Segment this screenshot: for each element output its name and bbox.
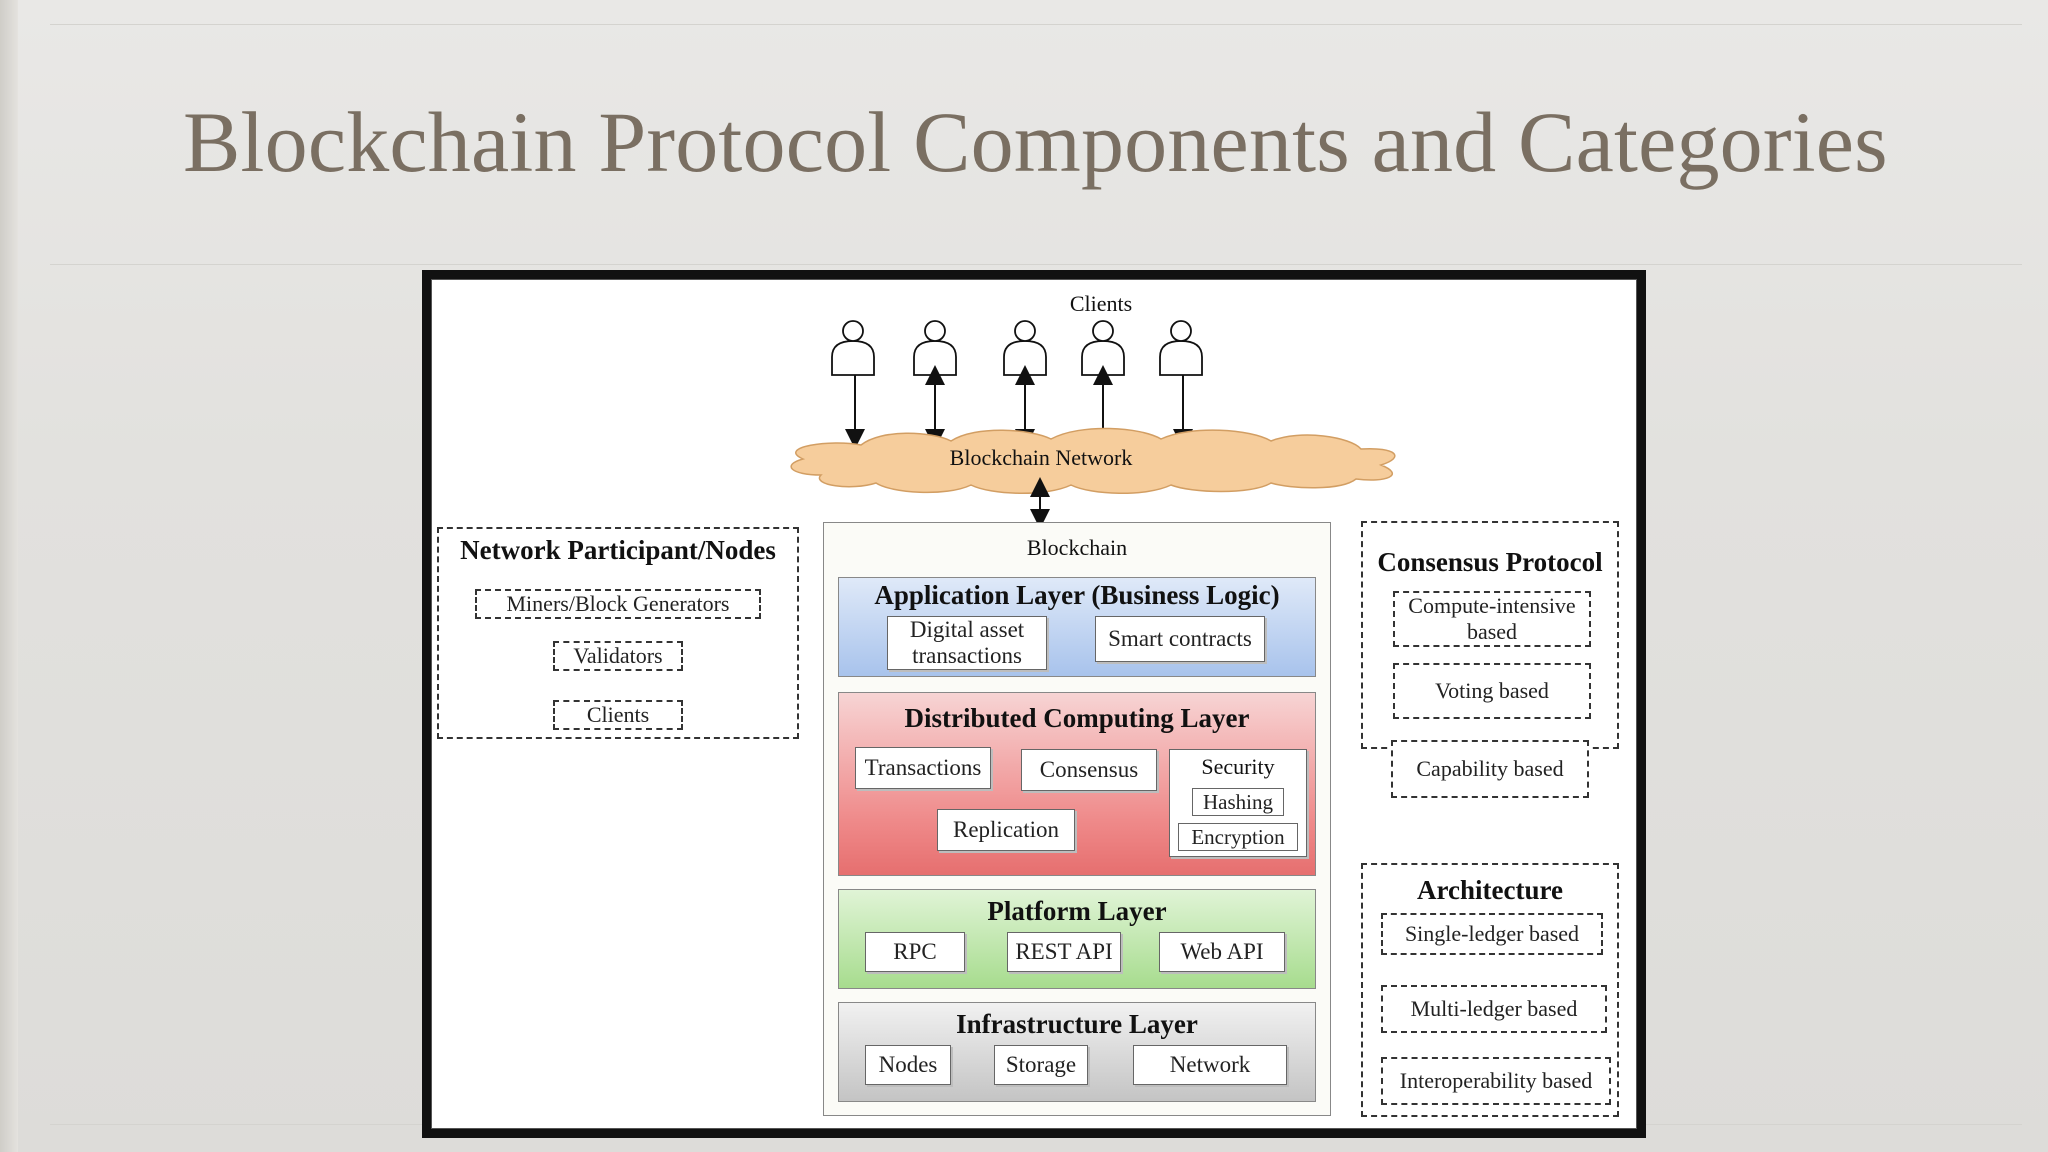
blockchain-label: Blockchain — [1026, 535, 1128, 560]
slide-top-rule — [50, 24, 2022, 25]
distributed-computing-layer: Distributed Computing Layer Transactions… — [838, 692, 1316, 876]
infrastructure-item: Storage — [994, 1045, 1088, 1085]
distributed-layer-title: Distributed Computing Layer — [904, 703, 1250, 733]
blockchain-network-label: Blockchain Network — [949, 445, 1133, 470]
architecture-item: Single-ledger based — [1381, 913, 1603, 955]
participant-item: Validators — [553, 641, 683, 671]
architecture-panel: Architecture Single-ledger based Multi-l… — [1361, 863, 1619, 1117]
consensus-panel: Consensus Protocol Compute-intensive bas… — [1361, 521, 1619, 749]
client-person-icon — [831, 320, 875, 376]
client-person-icon — [1003, 320, 1047, 376]
distributed-item: Transactions — [855, 747, 991, 789]
infrastructure-item: Nodes — [865, 1045, 951, 1085]
security-item: Encryption — [1178, 823, 1298, 851]
participant-item: Miners/Block Generators — [475, 589, 761, 619]
blockchain-network-cloud — [790, 427, 1396, 494]
infrastructure-layer-title: Infrastructure Layer — [956, 1009, 1198, 1039]
app-item: Digital asset transactions — [887, 616, 1047, 670]
platform-layer: Platform Layer RPC REST API Web API — [838, 889, 1316, 989]
distributed-item: Replication — [937, 809, 1075, 851]
app-item: Smart contracts — [1095, 616, 1265, 662]
client-person-icon — [913, 320, 957, 376]
participants-panel: Network Participant/Nodes Miners/Block G… — [437, 527, 799, 739]
participant-item: Clients — [553, 700, 683, 730]
security-title: Security — [1201, 754, 1275, 779]
clients-network-graphic — [790, 320, 1396, 529]
application-layer-title: Application Layer (Business Logic) — [874, 580, 1280, 610]
client-person-icon — [1159, 320, 1203, 376]
platform-item: REST API — [1007, 932, 1121, 972]
platform-layer-title: Platform Layer — [987, 896, 1167, 926]
slide-edge — [0, 0, 18, 1152]
diagram-frame: Clients Blockchain Network Network Parti… — [422, 270, 1646, 1138]
platform-item: Web API — [1159, 932, 1285, 972]
blockchain-container: Blockchain Application Layer (Business L… — [823, 522, 1331, 1116]
clients-label: Clients — [1069, 291, 1133, 316]
security-box: Security Hashing Encryption — [1169, 749, 1307, 857]
consensus-item: Voting based — [1393, 663, 1591, 719]
slide-title-rule — [50, 264, 2022, 265]
distributed-item: Consensus — [1021, 749, 1157, 791]
client-person-icon — [1081, 320, 1125, 376]
platform-item: RPC — [865, 932, 965, 972]
participants-title: Network Participant/Nodes — [460, 535, 776, 565]
slide-title: Blockchain Protocol Components and Categ… — [183, 94, 1888, 190]
infrastructure-item: Network — [1133, 1045, 1287, 1085]
consensus-item: Compute-intensive based — [1393, 591, 1591, 647]
consensus-item: Capability based — [1391, 740, 1589, 798]
architecture-item: Multi-ledger based — [1381, 985, 1607, 1033]
consensus-title: Consensus Protocol — [1377, 547, 1603, 577]
architecture-item: Interoperability based — [1381, 1057, 1611, 1105]
application-layer: Application Layer (Business Logic) Digit… — [838, 577, 1316, 677]
security-item: Hashing — [1192, 788, 1284, 816]
architecture-title: Architecture — [1417, 875, 1563, 905]
infrastructure-layer: Infrastructure Layer Nodes Storage Netwo… — [838, 1002, 1316, 1102]
